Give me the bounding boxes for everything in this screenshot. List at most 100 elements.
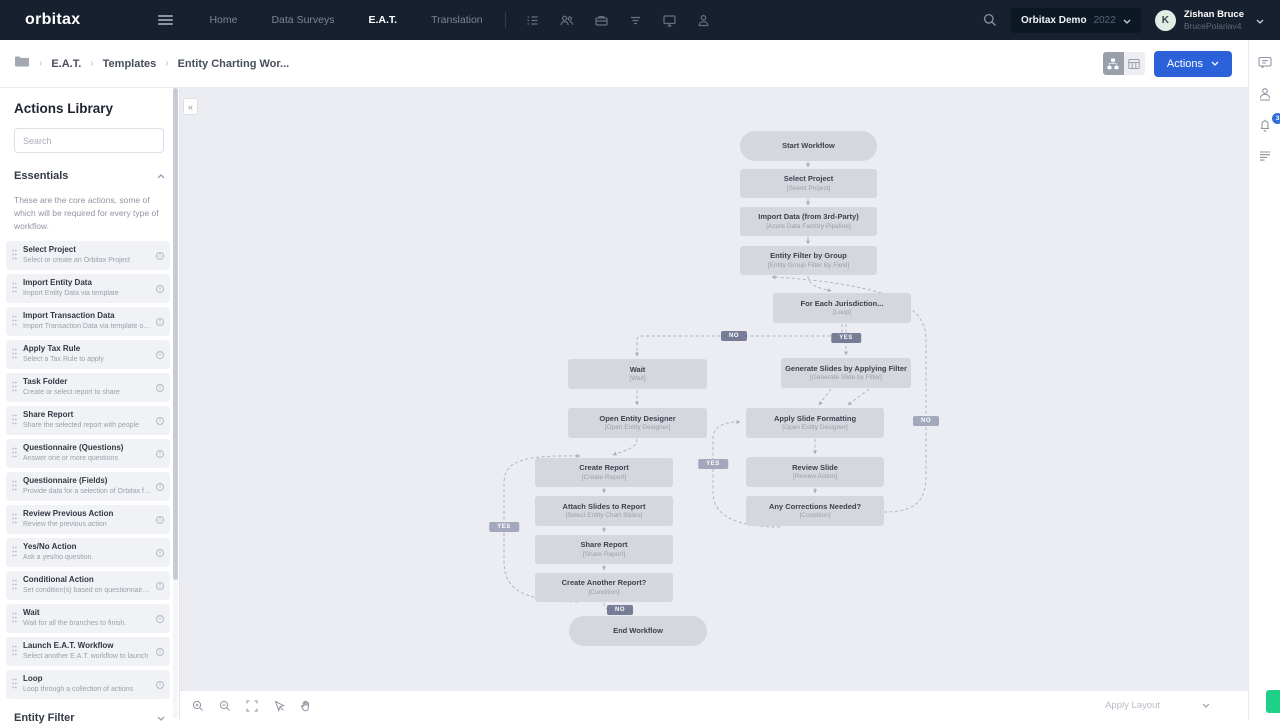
drag-handle-icon[interactable]	[12, 379, 17, 397]
drag-handle-icon[interactable]	[12, 247, 17, 265]
drag-handle-icon[interactable]	[12, 577, 17, 595]
list-lines-icon[interactable]	[1258, 149, 1272, 168]
flow-node-entity-filter[interactable]: Entity Filter by Group[Entity Group Filt…	[740, 246, 877, 275]
user-menu-chevron-icon[interactable]	[1256, 11, 1264, 29]
flow-node-attach-slides[interactable]: Attach Slides to Report[Select Entity Ch…	[535, 496, 673, 526]
flow-node-wait[interactable]: Wait[Wait]	[568, 359, 707, 389]
sort-lines-icon[interactable]	[629, 14, 642, 27]
project-selector[interactable]: Orbitax Demo 2022	[1010, 7, 1141, 33]
info-icon[interactable]: i	[156, 449, 164, 458]
flow-node-generate-slides[interactable]: Generate Slides by Applying Filter[Gener…	[781, 358, 911, 388]
pan-hand-icon[interactable]	[300, 700, 312, 712]
info-icon[interactable]: i	[156, 482, 164, 491]
info-icon[interactable]: i	[156, 251, 164, 260]
section-entity-filter[interactable]: Entity Filter	[14, 712, 165, 724]
drag-handle-icon[interactable]	[12, 544, 17, 562]
flow-node-create-report[interactable]: Create Report[Create Report]	[535, 458, 673, 487]
flow-node-start[interactable]: Start Workflow	[740, 131, 877, 161]
action-card[interactable]: Questionnaire (Fields)Provide data for a…	[6, 472, 170, 502]
info-icon[interactable]: i	[156, 680, 164, 689]
info-icon[interactable]: i	[156, 284, 164, 293]
drag-handle-icon[interactable]	[12, 511, 17, 529]
flow-node-for-each[interactable]: For Each Jurisdiction...[Loop]	[773, 293, 911, 323]
comments-icon[interactable]	[1258, 56, 1272, 75]
nav-data-surveys[interactable]: Data Surveys	[271, 14, 335, 26]
drag-handle-icon[interactable]	[12, 610, 17, 628]
select-cursor-icon[interactable]	[273, 699, 285, 712]
nav-translation[interactable]: Translation	[431, 14, 483, 26]
zoom-out-icon[interactable]	[219, 700, 231, 712]
node-subtitle: [Select Entity Chart Slides]	[565, 512, 643, 520]
chevron-down-icon	[1202, 703, 1210, 708]
briefcase-icon[interactable]	[595, 14, 608, 27]
notifications-bell-icon[interactable]: 3	[1258, 113, 1280, 137]
drag-handle-icon[interactable]	[12, 676, 17, 694]
section-essentials[interactable]: Essentials	[14, 170, 165, 182]
drag-handle-icon[interactable]	[12, 280, 17, 298]
apply-layout-control[interactable]: Apply Layout	[1105, 700, 1210, 711]
flow-node-open-designer[interactable]: Open Entity Designer[Open Entity Designe…	[568, 408, 707, 438]
drag-handle-icon[interactable]	[12, 313, 17, 331]
drag-handle-icon[interactable]	[12, 346, 17, 364]
users-icon[interactable]	[560, 14, 574, 27]
flow-node-import-data[interactable]: Import Data (from 3rd-Party)[Azure Data …	[740, 207, 877, 236]
info-icon[interactable]: i	[156, 383, 164, 392]
user-rail-icon[interactable]	[1258, 87, 1272, 106]
action-card[interactable]: Questionnaire (Questions)Answer one or m…	[6, 439, 170, 469]
zoom-in-icon[interactable]	[192, 700, 204, 712]
drag-handle-icon[interactable]	[12, 643, 17, 661]
fit-view-icon[interactable]	[246, 700, 258, 712]
nav-eat[interactable]: E.A.T.	[368, 14, 398, 26]
monitor-icon[interactable]	[663, 14, 676, 27]
info-icon[interactable]: i	[156, 614, 164, 623]
flow-node-another-report[interactable]: Create Another Report?[Condition]	[535, 573, 673, 602]
flow-node-apply-formatting[interactable]: Apply Slide Formatting[Open Entity Desig…	[746, 408, 884, 438]
flow-node-end[interactable]: End Workflow	[569, 616, 707, 646]
search-icon[interactable]	[983, 13, 997, 27]
search-input[interactable]	[14, 128, 164, 153]
flow-node-select-project[interactable]: Select Project[Select Project]	[740, 169, 877, 198]
checklist-icon[interactable]	[526, 14, 539, 27]
actions-button[interactable]: Actions	[1153, 50, 1232, 77]
drag-handle-icon[interactable]	[12, 412, 17, 430]
hamburger-menu-icon[interactable]	[158, 12, 174, 27]
node-title: Review Slide	[792, 462, 838, 472]
info-icon[interactable]: i	[156, 515, 164, 524]
drag-handle-icon[interactable]	[12, 478, 17, 496]
flowchart-view-button[interactable]	[1102, 52, 1124, 75]
breadcrumb-templates[interactable]: Templates	[102, 57, 157, 70]
collapse-panel-button[interactable]: «	[183, 98, 198, 115]
drag-handle-icon[interactable]	[12, 445, 17, 463]
info-icon[interactable]: i	[156, 581, 164, 590]
info-icon[interactable]: i	[156, 647, 164, 656]
table-view-button[interactable]	[1123, 52, 1145, 75]
project-year: 2022	[1093, 14, 1116, 26]
nav-home[interactable]: Home	[209, 14, 238, 26]
flow-node-corrections[interactable]: Any Corrections Needed?[Condition]	[746, 496, 884, 526]
folder-icon[interactable]	[14, 55, 30, 73]
info-icon[interactable]: i	[156, 350, 164, 359]
info-icon[interactable]: i	[156, 416, 164, 425]
info-icon[interactable]: i	[156, 548, 164, 557]
avatar[interactable]: K	[1154, 9, 1176, 31]
info-icon[interactable]: i	[156, 317, 164, 326]
chat-widget-tab[interactable]	[1266, 690, 1280, 713]
flow-node-review-slide[interactable]: Review Slide[Review Action]	[746, 457, 884, 487]
person-icon[interactable]	[697, 14, 710, 27]
breadcrumb-eat[interactable]: E.A.T.	[51, 57, 82, 70]
flow-node-share-report[interactable]: Share Report[Share Report]	[535, 535, 673, 564]
scrollbar-thumb[interactable]	[173, 88, 178, 580]
